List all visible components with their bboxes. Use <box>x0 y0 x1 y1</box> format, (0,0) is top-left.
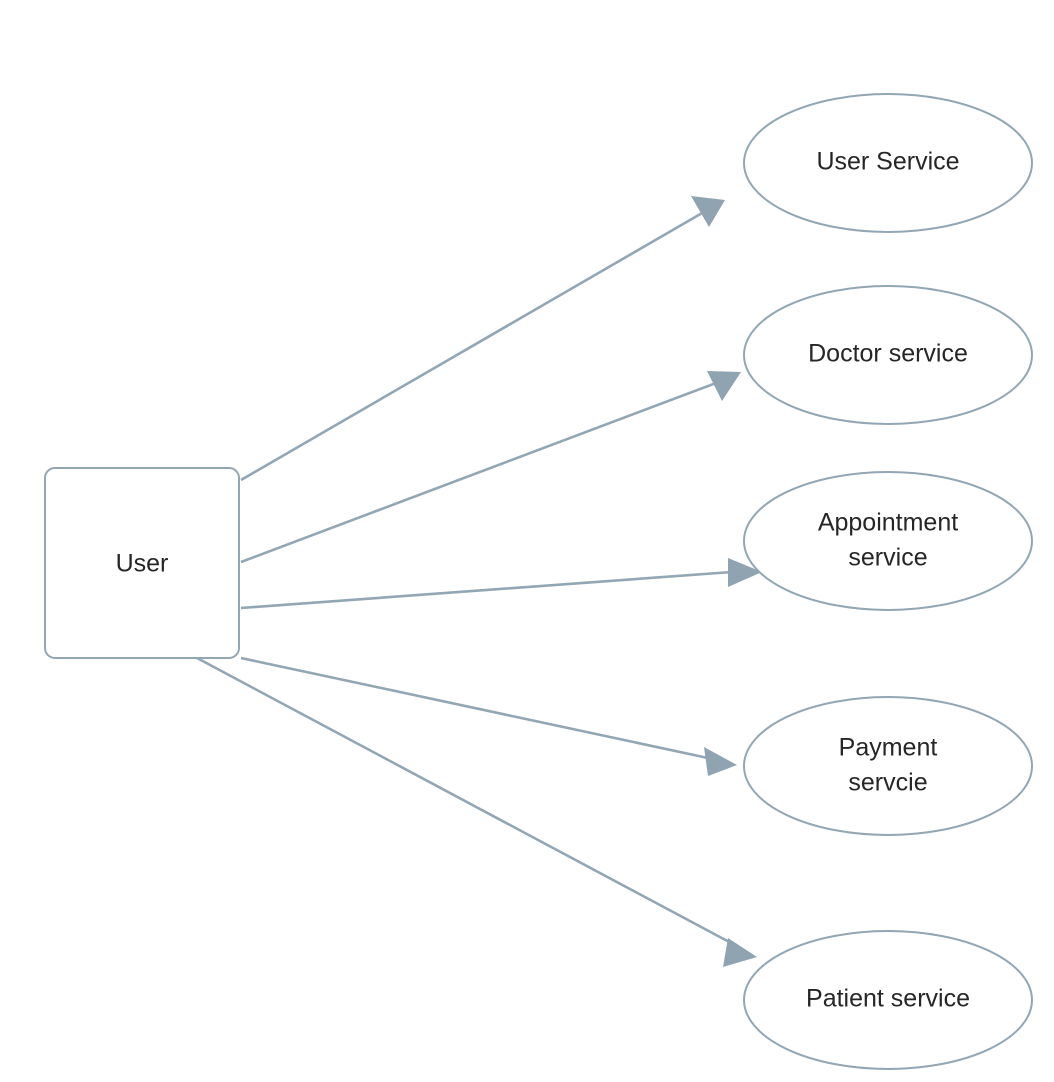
node-payment-servcie[interactable]: Payment servcie <box>743 696 1033 836</box>
node-patient-service[interactable]: Patient service <box>743 930 1033 1070</box>
appointment-service-ellipse-shape <box>743 471 1033 611</box>
node-user[interactable]: User <box>44 467 240 659</box>
node-user-service-label: User Service <box>816 148 959 176</box>
arrow-head-icon <box>707 371 741 401</box>
node-payment-servcie-label-line2: servcie <box>848 769 927 797</box>
edge-user-to-appointment-service[interactable] <box>240 558 762 610</box>
node-appointment-service-label-line2: service <box>848 544 927 572</box>
arrow-head-icon <box>704 747 737 776</box>
edge-user-to-payment-servcie[interactable] <box>240 656 737 776</box>
edge-user-to-user-service[interactable] <box>240 196 725 482</box>
node-user-label: User <box>116 550 169 578</box>
user-service-ellipse-shape <box>743 93 1033 233</box>
node-doctor-service-label: Doctor service <box>808 340 968 368</box>
user-box-shape <box>44 467 240 659</box>
node-user-service[interactable]: User Service <box>743 93 1033 233</box>
node-doctor-service[interactable]: Doctor service <box>743 285 1033 425</box>
edge-group <box>196 196 762 967</box>
node-payment-servcie-label-line1: Payment <box>839 734 938 762</box>
edge-user-to-patient-service[interactable] <box>196 656 757 967</box>
patient-service-ellipse-shape <box>743 930 1033 1070</box>
edge-line <box>196 656 734 946</box>
node-patient-service-label: Patient service <box>806 985 970 1013</box>
edge-line <box>240 378 725 564</box>
arrow-head-icon <box>723 938 757 967</box>
doctor-service-ellipse-shape <box>743 285 1033 425</box>
edge-line <box>240 656 709 760</box>
payment-servcie-ellipse-shape <box>743 696 1033 836</box>
edge-line <box>240 570 733 610</box>
edge-user-to-doctor-service[interactable] <box>240 371 741 564</box>
node-appointment-service[interactable]: Appointment service <box>743 471 1033 611</box>
arrow-head-icon <box>691 196 725 227</box>
node-appointment-service-label-line1: Appointment <box>818 509 958 537</box>
arrow-head-icon <box>728 558 762 587</box>
edge-line <box>240 207 710 482</box>
